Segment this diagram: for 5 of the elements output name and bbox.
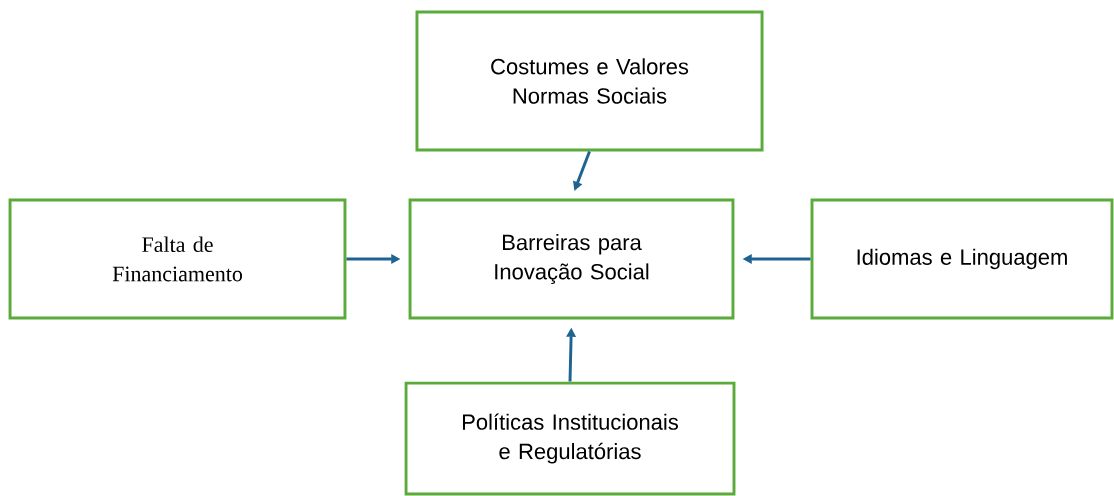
text-box: Costumes e Valores Normas Sociais: [415, 10, 764, 152]
text-box: Políticas Institucionais e Regulatórias: [404, 381, 736, 496]
text-box: Idiomas e Linguagem: [810, 198, 1114, 320]
text-box: Barreiras para Inovação Social: [408, 198, 735, 320]
text-box: Falta de Financiamento: [8, 198, 347, 320]
